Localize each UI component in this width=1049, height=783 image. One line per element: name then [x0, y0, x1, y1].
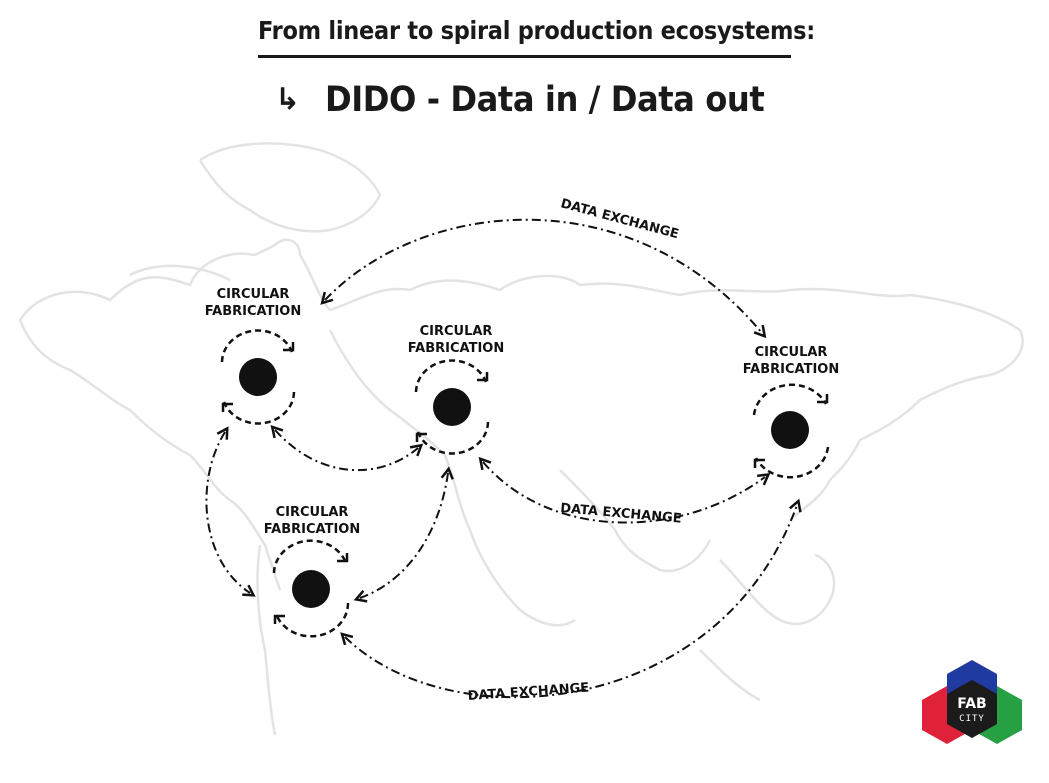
cycle-arrowhead-bottom: [415, 432, 427, 442]
cycle-arrowhead-bottom: [221, 402, 233, 412]
page-title: From linear to spiral production ecosyst…: [258, 14, 816, 58]
circular-fabrication-node-4: CIRCULAR FABRICATION: [264, 505, 360, 638]
node-label-line1: CIRCULAR: [755, 345, 828, 360]
node-dot: [239, 358, 277, 396]
cycle-arc-top: [414, 359, 488, 393]
node-label-line2: FABRICATION: [205, 304, 301, 319]
cycle-arrowhead-top: [817, 394, 829, 404]
subtitle-text: DIDO - Data in / Data out: [325, 80, 765, 120]
logo-text-fab: FAB: [957, 696, 986, 712]
cycle-arrowhead-bottom: [753, 458, 765, 468]
world-map-background: [18, 142, 1024, 736]
logo-text-city: CITY: [959, 714, 985, 724]
circular-fabrication-node-2: CIRCULAR FABRICATION: [408, 324, 504, 455]
cycle-arc-top: [272, 539, 348, 574]
circular-fabrication-node-1: CIRCULAR FABRICATION: [205, 287, 301, 425]
connection-node1-node2: [270, 424, 424, 472]
cycle-arrowhead-top: [477, 372, 489, 382]
node-label-line1: CIRCULAR: [217, 287, 290, 302]
cycle-arc-top: [752, 383, 828, 416]
circular-fabrication-node-3: CIRCULAR FABRICATION: [743, 345, 839, 479]
node-label-line1: CIRCULAR: [420, 324, 493, 339]
node-label-line2: FABRICATION: [264, 522, 360, 537]
node-dot: [292, 570, 330, 608]
connection-node2-node4: [353, 466, 454, 603]
connection-node1-node4: [205, 426, 256, 597]
connection-top-arc: [320, 218, 767, 339]
cycle-arrowhead-bottom: [273, 614, 285, 624]
cycle-arrowhead-top: [283, 342, 295, 352]
cycle-arc-bottom: [222, 391, 296, 425]
connections: [205, 218, 802, 699]
logo-center-hex: [947, 680, 997, 738]
cycle-arc-bottom: [754, 446, 830, 479]
subtitle: ↳ DIDO - Data in / Data out: [275, 80, 802, 120]
return-arrow-icon: ↳: [275, 82, 301, 117]
connection-node2-node3: [478, 456, 771, 524]
connection-node4-node3: [340, 498, 802, 699]
cycle-arrowhead-top: [337, 553, 349, 563]
title-underline: [258, 55, 791, 58]
fab-city-logo: FAB CITY: [922, 660, 1022, 744]
node-label-line1: CIRCULAR: [276, 505, 349, 520]
node-dot: [433, 388, 471, 426]
title-text: From linear to spiral production ecosyst…: [258, 16, 816, 45]
cycle-arc-top: [220, 329, 294, 363]
cycle-arc-bottom: [274, 602, 350, 638]
cycle-arc-bottom: [416, 421, 490, 455]
exchange-label-bottom: DATA EXCHANGE: [467, 681, 589, 704]
node-label-line2: FABRICATION: [743, 362, 839, 377]
node-dot: [771, 411, 809, 449]
node-label-line2: FABRICATION: [408, 341, 504, 356]
